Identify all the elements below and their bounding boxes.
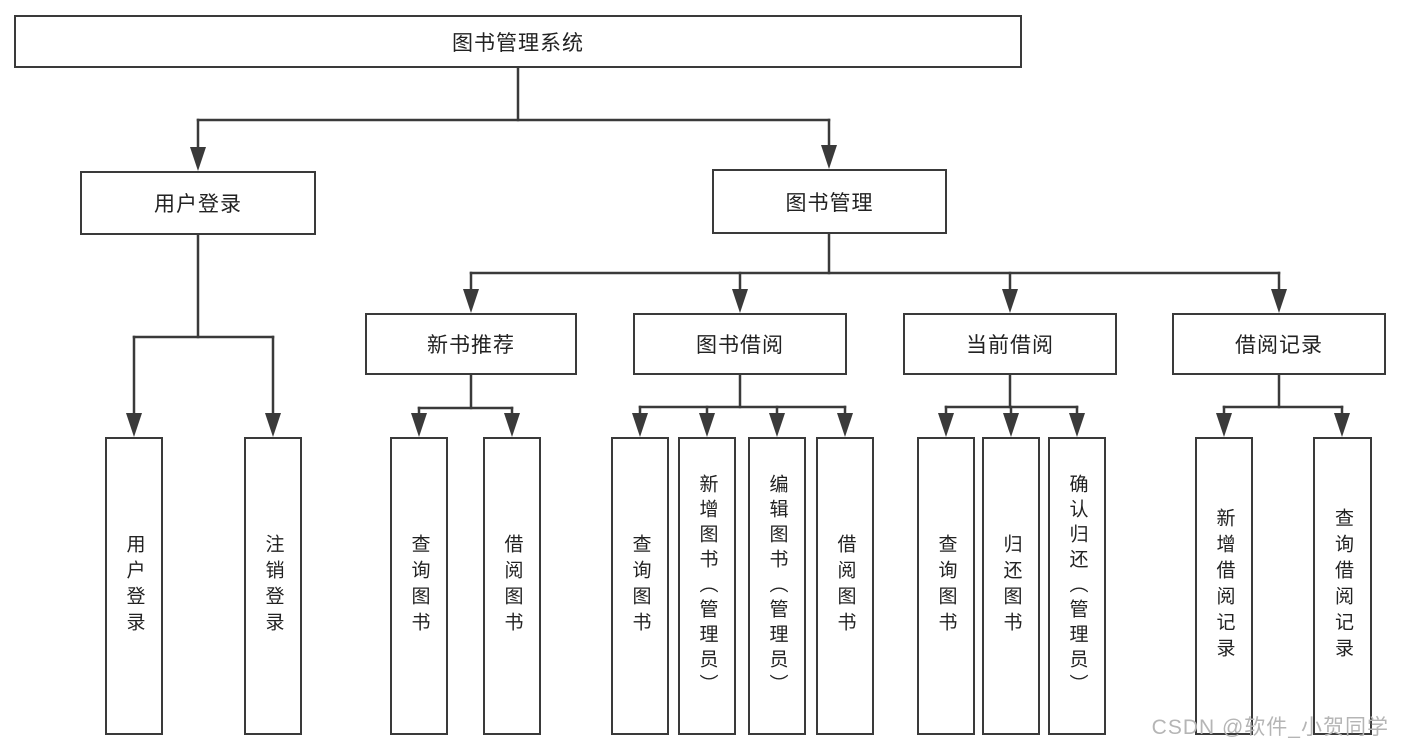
leaf-query-borrow-record: 查询借阅记录 — [1313, 437, 1372, 735]
node-book-management: 图书管理 — [712, 169, 947, 234]
leaf-return-book: 归还图书 — [982, 437, 1040, 735]
csdn-watermark: CSDN @软件_小贺同学 — [1151, 716, 1389, 739]
leaf-query-books-recommend: 查询图书 — [390, 437, 448, 735]
leaf-borrow-books-recommend: 借阅图书 — [483, 437, 541, 735]
node-user-login: 用户登录 — [80, 171, 316, 235]
node-library-management-system: 图书管理系统 — [14, 15, 1022, 68]
leaf-add-book-admin: 新增图书（管理员） — [678, 437, 736, 735]
leaf-borrow-books: 借阅图书 — [816, 437, 874, 735]
node-book-borrow: 图书借阅 — [633, 313, 847, 375]
leaf-query-books-current: 查询图书 — [917, 437, 975, 735]
leaf-confirm-return-admin: 确认归还（管理员） — [1048, 437, 1106, 735]
leaf-edit-book-admin: 编辑图书（管理员） — [748, 437, 806, 735]
node-borrow-records: 借阅记录 — [1172, 313, 1386, 375]
leaf-add-borrow-record: 新增借阅记录 — [1195, 437, 1253, 735]
node-new-book-recommend: 新书推荐 — [365, 313, 577, 375]
leaf-query-books-borrow: 查询图书 — [611, 437, 669, 735]
arrowheads — [126, 145, 1350, 437]
node-current-borrow: 当前借阅 — [903, 313, 1117, 375]
leaf-user-login: 用户登录 — [105, 437, 163, 735]
leaf-logout: 注销登录 — [244, 437, 302, 735]
